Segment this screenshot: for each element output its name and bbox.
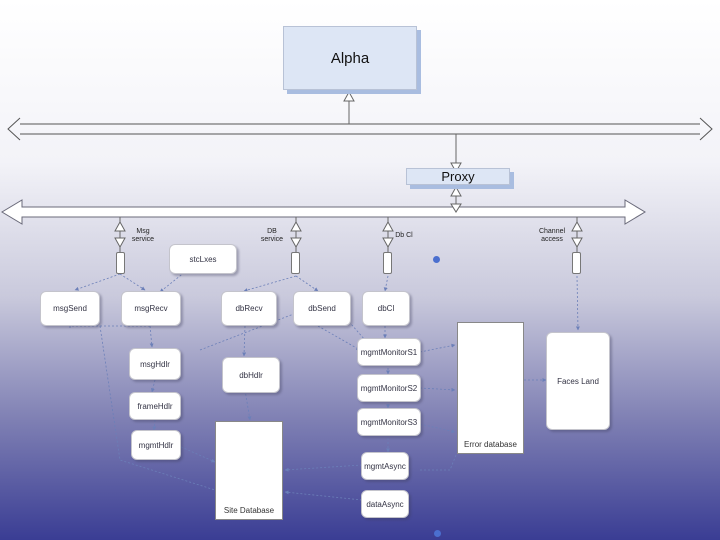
monitor-s2-node[interactable]: mgmtMonitorS2: [357, 374, 421, 402]
dbcl-node[interactable]: dbCl: [362, 291, 410, 326]
channel-access-label: Channel access: [538, 228, 566, 243]
accent-dot-top: [433, 256, 440, 263]
db-plug: [291, 252, 300, 274]
site-database[interactable]: Site Database: [215, 421, 283, 520]
proxy-label: Proxy: [441, 169, 475, 184]
msgsend-node[interactable]: msgSend: [40, 291, 100, 326]
framehdlr-node[interactable]: frameHdlr: [129, 392, 181, 420]
proxy-top-link: [450, 134, 462, 174]
msgrecv-node[interactable]: msgRecv: [121, 291, 181, 326]
service-connectors: [114, 217, 583, 252]
lower-bus: [1, 199, 646, 225]
accent-dot-bottom: [434, 530, 441, 537]
alpha-box: Alpha: [283, 26, 417, 90]
monitor-s3-node[interactable]: mgmtMonitorS3: [357, 408, 421, 436]
alpha-link: [343, 90, 355, 124]
dbhdlr-node[interactable]: dbHdlr: [222, 357, 280, 393]
msg-service-label: Msg service: [131, 228, 155, 243]
dbcl-plug: [383, 252, 392, 274]
proxy-box: Proxy: [406, 168, 510, 185]
db-service-label: DB service: [260, 228, 284, 243]
error-database-label: Error database: [464, 440, 517, 449]
mgmtasync-node[interactable]: mgmtAsync: [361, 452, 409, 480]
proxy-bottom-link: [450, 185, 462, 213]
dbsend-node[interactable]: dbSend: [293, 291, 351, 326]
dbcl-service-label: Db Cl: [395, 232, 413, 239]
msg-plug: [116, 252, 125, 274]
dataasync-node[interactable]: dataAsync: [361, 490, 409, 518]
channel-plug: [572, 252, 581, 274]
dbrecv-node[interactable]: dbRecv: [221, 291, 277, 326]
mgmthdlr-node[interactable]: mgmtHdlr: [131, 430, 181, 460]
alpha-label: Alpha: [330, 49, 370, 67]
internal-flows: [69, 259, 580, 501]
faces-land-node[interactable]: Faces Land: [546, 332, 610, 430]
error-database[interactable]: Error database: [457, 322, 524, 454]
msghdlr-node[interactable]: msgHdlr: [129, 348, 181, 380]
monitor-s1-node[interactable]: mgmtMonitorS1: [357, 338, 421, 366]
upper-bus: [7, 117, 713, 141]
stcuxes-node[interactable]: stcLxes: [169, 244, 237, 274]
site-database-label: Site Database: [223, 506, 275, 515]
